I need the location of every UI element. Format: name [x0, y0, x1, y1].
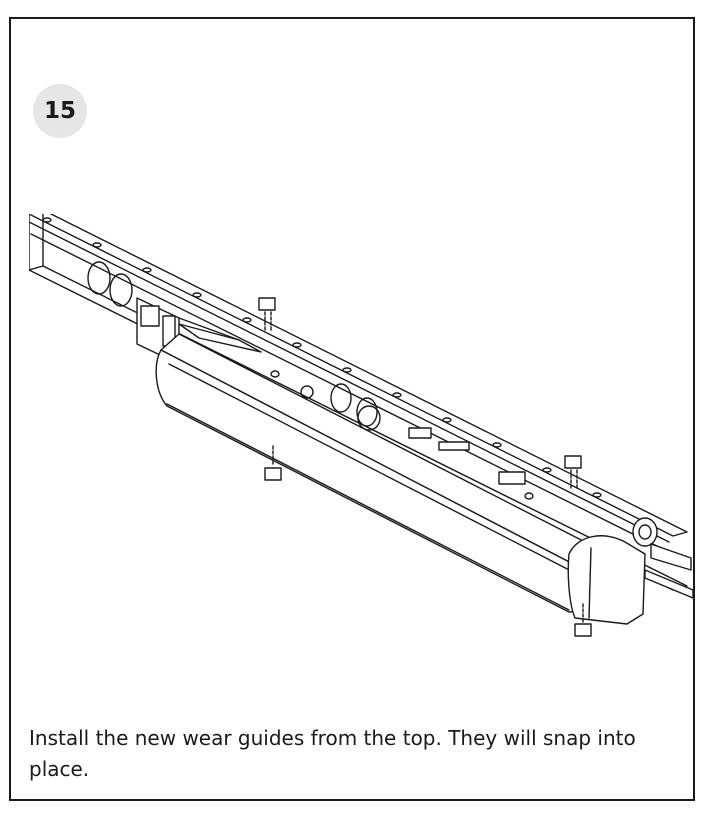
right-end-cap: [567, 517, 694, 625]
step-number: 15: [43, 98, 76, 124]
wear-guide-top-right: [564, 455, 582, 491]
instruction-panel: 15: [9, 17, 695, 801]
wear-guide-bottom-right: [574, 603, 592, 637]
door-operator-track-assembly-icon: [29, 214, 694, 637]
wear-guide-top-left: [258, 297, 276, 333]
step-badge: 15: [33, 84, 87, 138]
wear-guide-bottom-left: [264, 445, 282, 481]
instruction-text: Install the new wear guides from the top…: [29, 726, 636, 781]
top-rail: [29, 214, 688, 591]
operator-housing: [155, 333, 590, 613]
